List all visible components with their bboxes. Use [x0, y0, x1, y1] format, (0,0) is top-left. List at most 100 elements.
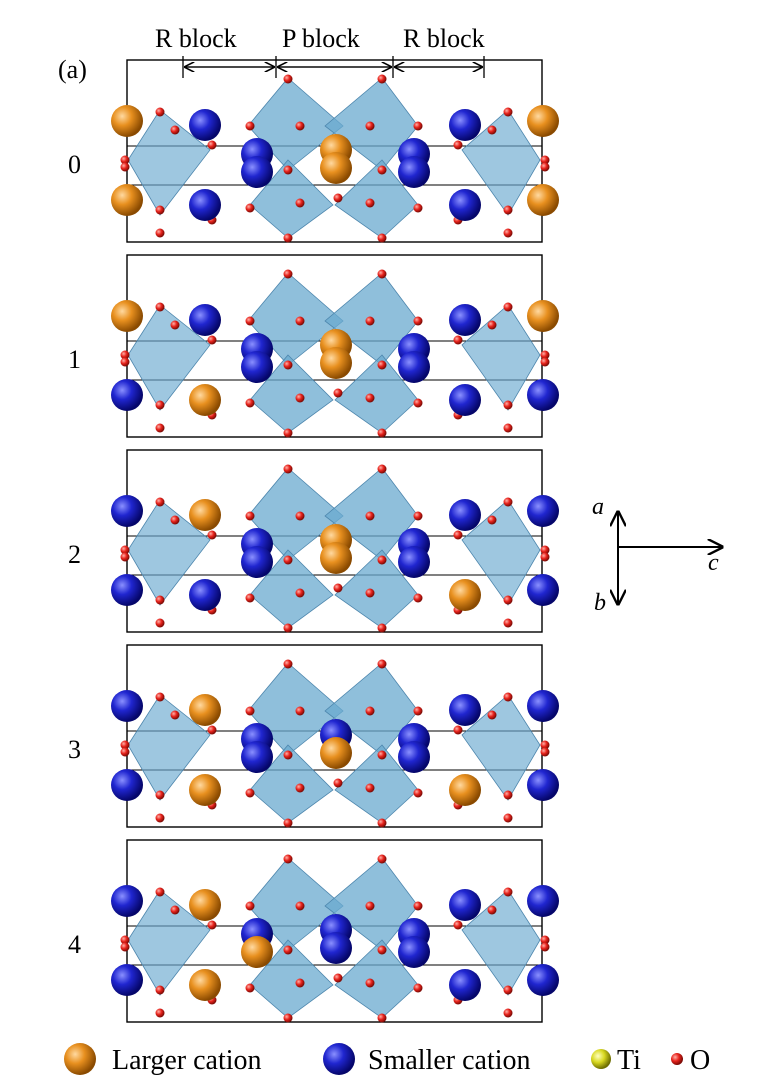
cation-left-top — [111, 885, 143, 917]
cation-left-bottom — [111, 769, 143, 801]
oxygen-atom — [365, 978, 375, 988]
oxygen-atom — [413, 121, 423, 131]
oxygen-atom — [295, 316, 305, 326]
row-label: 2 — [68, 540, 81, 569]
cation-inner-left-bottom — [189, 384, 221, 416]
oxygen-atom — [120, 942, 130, 952]
octahedron — [127, 109, 211, 216]
oxygen-atom — [245, 788, 255, 798]
oxygen-atom — [365, 706, 375, 716]
row-label: 0 — [68, 150, 81, 179]
legend-smaller-label: Smaller cation — [368, 1045, 531, 1076]
axis-label-a: a — [592, 494, 604, 520]
cation-inner-left-top — [189, 889, 221, 921]
oxygen-atom — [413, 511, 423, 521]
oxygen-atom — [413, 593, 423, 603]
oxygen-atom — [207, 335, 217, 345]
oxygen-atom — [413, 788, 423, 798]
cation-right-bottom — [527, 574, 559, 606]
oxygen-atom — [377, 1013, 387, 1023]
cation-inner-left-top — [189, 304, 221, 336]
oxygen-atom — [503, 618, 513, 628]
oxygen-atom — [413, 983, 423, 993]
oxygen-atom — [207, 530, 217, 540]
oxygen-atom — [503, 205, 513, 215]
oxygen-atom — [295, 588, 305, 598]
oxygen-atom — [377, 854, 387, 864]
cation-left-bottom — [111, 964, 143, 996]
block-arrows — [182, 56, 485, 78]
cation-center-bottom — [320, 152, 352, 184]
oxygen-atom — [155, 205, 165, 215]
oxygen-atom — [283, 1013, 293, 1023]
cation-p-right-lower — [398, 156, 430, 188]
axis-label-b: b — [594, 590, 606, 616]
oxygen-atom — [155, 813, 165, 823]
cation-inner-right-bottom — [449, 969, 481, 1001]
cation-inner-right-top — [449, 304, 481, 336]
octahedron — [461, 694, 541, 801]
oxygen-atom — [540, 155, 550, 165]
row-label: 3 — [68, 735, 81, 764]
oxygen-atom — [120, 350, 130, 360]
oxygen-atom — [503, 1008, 513, 1018]
oxygen-atom — [155, 985, 165, 995]
oxygen-atom — [155, 228, 165, 238]
oxygen-atom — [413, 398, 423, 408]
unit-cell-frame — [126, 59, 543, 243]
oxygen-atom — [155, 497, 165, 507]
oxygen-atom — [487, 905, 497, 915]
oxygen-atom — [453, 920, 463, 930]
oxygen-atom — [283, 428, 293, 438]
cation-left-top — [111, 300, 143, 332]
cation-center-bottom — [320, 737, 352, 769]
cation-inner-left-bottom — [189, 969, 221, 1001]
oxygen-atom — [377, 623, 387, 633]
oxygen-atom — [365, 588, 375, 598]
oxygen-atom — [245, 983, 255, 993]
oxygen-atom — [377, 659, 387, 669]
legend-smaller-swatch — [323, 1043, 355, 1075]
oxygen-atom — [207, 140, 217, 150]
oxygen-atom — [453, 725, 463, 735]
oxygen-atom — [365, 783, 375, 793]
oxygen-atom — [295, 393, 305, 403]
block-label-r-right: R block — [403, 24, 485, 53]
oxygen-atom — [283, 233, 293, 243]
oxygen-atom — [503, 423, 513, 433]
cation-right-bottom — [527, 379, 559, 411]
block-label-p: P block — [282, 24, 360, 53]
legend-ti-label: Ti — [617, 1045, 641, 1076]
legend: Larger cation Smaller cation Ti O — [64, 1043, 710, 1076]
cation-center-bottom — [320, 932, 352, 964]
oxygen-atom — [503, 595, 513, 605]
oxygen-atom — [283, 818, 293, 828]
oxygen-atom — [155, 790, 165, 800]
unit-cell-frame — [126, 449, 543, 633]
cation-p-left-lower — [241, 546, 273, 578]
cation-p-right-lower — [398, 936, 430, 968]
oxygen-atom — [365, 198, 375, 208]
oxygen-atom — [503, 228, 513, 238]
oxygen-atom — [540, 747, 550, 757]
oxygen-atom — [487, 710, 497, 720]
cation-inner-right-top — [449, 889, 481, 921]
unit-cell-frame — [126, 644, 543, 828]
oxygen-atom — [283, 74, 293, 84]
oxygen-atom — [540, 935, 550, 945]
oxygen-atom — [503, 985, 513, 995]
cation-inner-right-top — [449, 499, 481, 531]
oxygen-atom — [295, 706, 305, 716]
oxygen-atom — [503, 400, 513, 410]
oxygen-atom — [283, 659, 293, 669]
oxygen-atom — [365, 121, 375, 131]
cation-right-bottom — [527, 184, 559, 216]
oxygen-atom — [503, 497, 513, 507]
oxygen-atom — [245, 203, 255, 213]
panel-label: (a) — [58, 55, 87, 84]
cation-inner-right-bottom — [449, 579, 481, 611]
cation-left-bottom — [111, 184, 143, 216]
oxygen-atom — [170, 320, 180, 330]
